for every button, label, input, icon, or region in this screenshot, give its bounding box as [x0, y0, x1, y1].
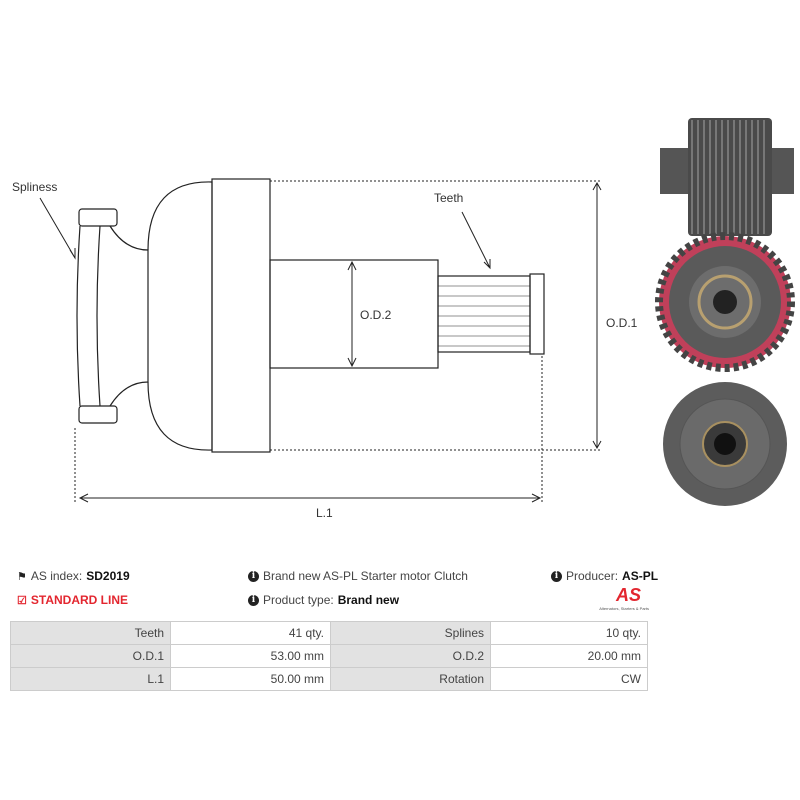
description-text: Brand new AS-PL Starter motor Clutch	[263, 569, 468, 583]
product-type-value: Brand new	[337, 593, 400, 607]
producer: i Producer: AS-PL	[551, 569, 658, 583]
checkbox-icon: ☑	[17, 594, 27, 607]
standard-line: ☑ STANDARD LINE	[17, 593, 128, 607]
spec-value: CW	[490, 667, 648, 691]
spec-value: 41 qty.	[170, 621, 331, 645]
spec-key: Splines	[330, 621, 491, 645]
spec-value: 50.00 mm	[170, 667, 331, 691]
info-icon: i	[248, 570, 259, 582]
info-icon: i	[551, 570, 562, 582]
technical-drawing	[39, 118, 795, 506]
product-photo-front	[655, 232, 795, 372]
spec-key: Rotation	[330, 667, 491, 691]
table-row: L.1 50.00 mm Rotation CW	[10, 667, 648, 691]
label-od1: O.D.1	[606, 316, 638, 330]
spec-key: Teeth	[10, 621, 171, 645]
spec-value: 53.00 mm	[170, 644, 331, 668]
standard-line-label: STANDARD LINE	[30, 593, 128, 607]
label-teeth: Teeth	[434, 191, 464, 205]
spec-value: 10 qty.	[490, 621, 648, 645]
info-icon: i	[248, 594, 259, 606]
tags-icon: ⚑	[17, 570, 27, 583]
specs-table: Teeth 41 qty. Splines 10 qty. O.D.1 53.0…	[10, 621, 648, 691]
description: i Brand new AS-PL Starter motor Clutch	[248, 569, 468, 583]
as-index: ⚑ AS index: SD2019	[17, 569, 130, 583]
label-od2: O.D.2	[360, 308, 392, 322]
product-type-label: Product type:	[263, 593, 334, 607]
spec-key: O.D.1	[10, 644, 171, 668]
table-row: O.D.1 53.00 mm O.D.2 20.00 mm	[10, 644, 648, 668]
table-row: Teeth 41 qty. Splines 10 qty.	[10, 621, 648, 645]
product-photo-back	[663, 382, 787, 506]
product-photo-side	[660, 118, 794, 236]
spec-key: L.1	[10, 667, 171, 691]
as-index-value: SD2019	[86, 569, 130, 583]
spec-key: O.D.2	[330, 644, 491, 668]
product-type: i Product type: Brand new	[248, 593, 399, 607]
producer-label: Producer:	[566, 569, 619, 583]
label-spliness: Spliness	[12, 180, 58, 194]
label-l1: L.1	[316, 506, 333, 520]
as-index-label: AS index:	[30, 569, 83, 583]
producer-value: AS-PL	[622, 569, 659, 583]
spec-value: 20.00 mm	[490, 644, 648, 668]
as-pl-logo: AS Alternators, Starters & Parts	[599, 585, 649, 611]
